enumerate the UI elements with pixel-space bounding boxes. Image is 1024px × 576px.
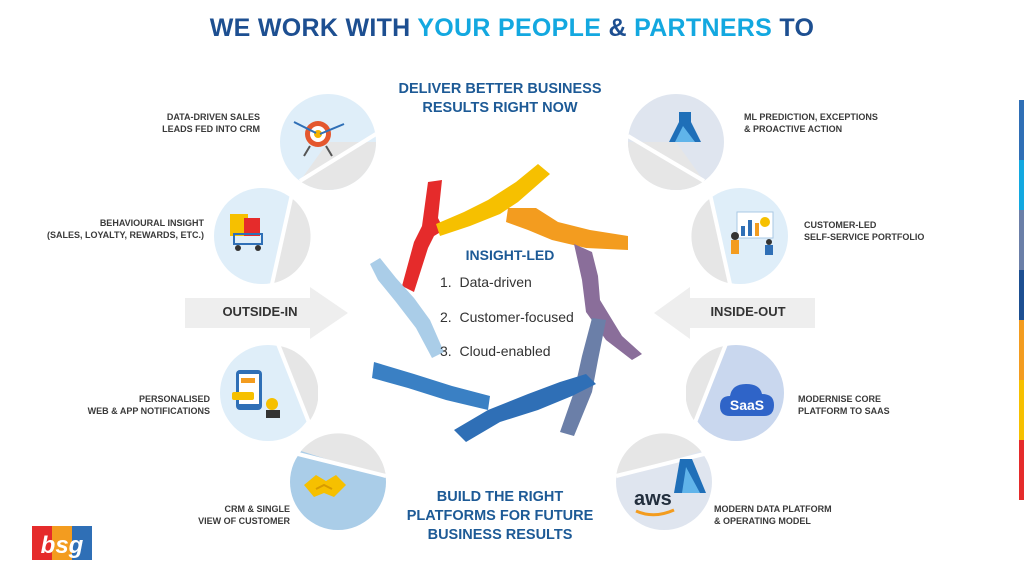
hand-red (402, 180, 444, 292)
outside-in-arrow (185, 287, 348, 339)
top-heading: DELIVER BETTER BUSINESS RESULTS RIGHT NO… (398, 81, 602, 116)
target-icon (293, 121, 345, 157)
inside-out-arrow (654, 287, 815, 339)
left-item-2-label: BEHAVIOURAL INSIGHT (SALES, LOYALTY, REW… (46, 218, 204, 240)
edge-bar-yellow (1019, 380, 1024, 440)
principle-item-1: 1. Data-driven (440, 274, 532, 290)
saas-cloud-icon: SaaS (720, 384, 774, 416)
edge-bar-blue (1019, 100, 1024, 160)
outside-in-label: OUTSIDE-IN (222, 304, 298, 319)
insight-led-title: INSIGHT-LED (465, 247, 555, 263)
left-item-3-label: PERSONALISED WEB & APP NOTIFICATIONS (87, 394, 210, 416)
hands-ring (370, 164, 642, 442)
svg-text:bsg: bsg (41, 532, 84, 559)
inside-out-label: INSIDE-OUT (710, 304, 786, 319)
left-item-4-label: CRM & SINGLE VIEW OF CUSTOMER (198, 504, 290, 526)
hand-orange (506, 208, 628, 250)
edge-bar-navy (1019, 270, 1024, 320)
right-circle-4 (615, 433, 712, 530)
edge-bar-orange (1019, 320, 1024, 380)
right-item-1-label: ML PREDICTION, EXCEPTIONS & PROACTIVE AC… (744, 112, 878, 134)
notification-icon (232, 370, 280, 418)
svg-text:SaaS: SaaS (730, 397, 764, 413)
handshake-icon (304, 475, 346, 497)
edge-bar-slate (1019, 210, 1024, 270)
principle-item-3: 3. Cloud-enabled (440, 343, 551, 359)
page-title: WE WORK WITH YOUR PEOPLE & PARTNERS TO (209, 14, 815, 42)
right-item-3-label: MODERNISE CORE PLATFORM TO SAAS (798, 394, 890, 416)
left-item-1-label: DATA-DRIVEN SALES LEADS FED INTO CRM (162, 112, 260, 134)
edge-bar-red (1019, 440, 1024, 500)
right-item-2-label: CUSTOMER-LED SELF-SERVICE PORTFOLIO (804, 220, 925, 242)
bsg-logo: bsg (32, 526, 92, 560)
hand-yellow (436, 164, 550, 236)
bottom-heading: BUILD THE RIGHT PLATFORMS FOR FUTURE BUS… (406, 489, 594, 543)
hand-blue (454, 374, 596, 442)
svg-text:aws: aws (634, 488, 672, 510)
shopping-icon (230, 214, 263, 251)
right-item-4-label: MODERN DATA PLATFORM & OPERATING MODEL (714, 504, 832, 526)
ml-flask-icon (669, 112, 701, 142)
hand-lightblue (370, 258, 444, 358)
left-circle-3 (220, 343, 318, 441)
dashboard-icon (731, 211, 774, 255)
hand-midblue (372, 362, 490, 410)
aws-azure-icon: aws (634, 459, 706, 517)
edge-bar-cyan (1019, 160, 1024, 210)
principle-item-2: 2. Customer-focused (440, 309, 574, 325)
hand-purple (574, 244, 642, 360)
